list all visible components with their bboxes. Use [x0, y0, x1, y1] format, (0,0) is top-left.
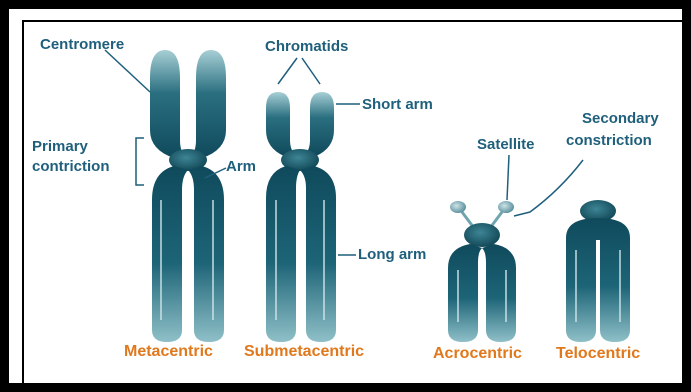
arm-label: Arm	[226, 158, 256, 176]
acrocentric-label: Acrocentric	[433, 345, 522, 363]
centromere-pointer	[105, 50, 150, 92]
metacentric-chromosome	[150, 50, 226, 342]
chromatids-pointer-left	[278, 58, 297, 84]
primary-contriction-label-line2: contriction	[32, 158, 110, 176]
acrocentric-chromosome	[448, 201, 516, 342]
telocentric-chromosome	[566, 200, 630, 342]
short-arm-label: Short arm	[362, 96, 433, 114]
chromatids-label: Chromatids	[265, 38, 348, 56]
secondary-constriction-label-line2: constriction	[566, 132, 652, 150]
long-arm-label: Long arm	[358, 246, 426, 264]
secondary-constriction-pointer	[514, 160, 583, 216]
chromatids-pointer-right	[302, 58, 320, 84]
primary-contriction-bracket	[136, 138, 144, 185]
satellite-label: Satellite	[477, 136, 535, 154]
centromere-label: Centromere	[40, 36, 124, 54]
submetacentric-label: Submetacentric	[244, 343, 364, 361]
telocentric-label: Telocentric	[556, 345, 640, 363]
submetacentric-chromosome	[266, 92, 336, 342]
metacentric-label: Metacentric	[124, 343, 213, 361]
primary-contriction-label-line1: Primary	[32, 138, 88, 156]
satellite-pointer	[507, 155, 509, 200]
secondary-constriction-label-line1: Secondary	[582, 110, 659, 128]
